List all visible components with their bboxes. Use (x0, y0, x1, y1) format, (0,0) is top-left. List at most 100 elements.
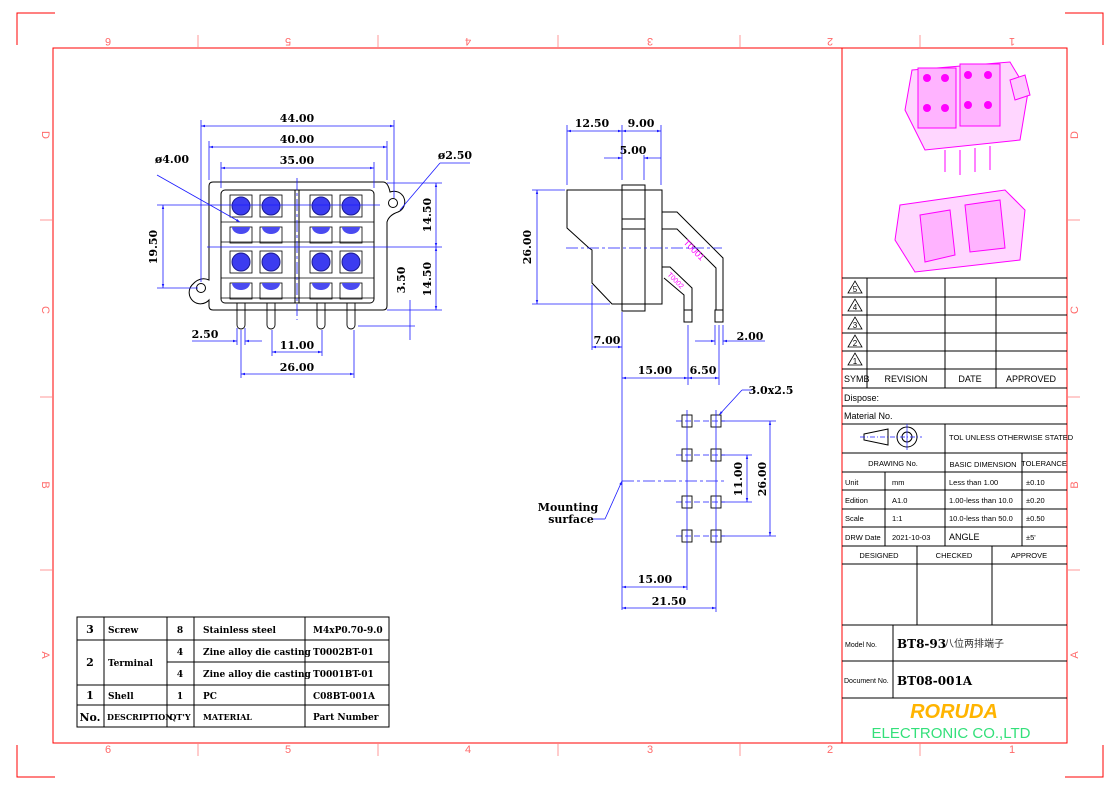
revision-triangle-icon (847, 298, 863, 312)
revision-triangle-icon (847, 334, 863, 348)
pin (236, 303, 246, 330)
bom-header-qty: QT'Y (169, 712, 190, 722)
rev-header-revision: REVISION (884, 374, 927, 384)
side-dim-2: 2.00 (737, 330, 764, 343)
zone-col-6: 6 (105, 35, 111, 47)
bom-row-1-qty: 1 (177, 692, 183, 702)
zone-col-3-bottom: 3 (647, 744, 653, 756)
screw-seat (339, 194, 363, 218)
drw-date-label: DRW Date (845, 533, 881, 542)
dispose-label: Dispose: (844, 393, 879, 403)
model-no-label: Model No. (845, 642, 877, 649)
dim-14-5-top: 14.50 (421, 197, 434, 232)
dim-2-5: 2.50 (192, 328, 219, 341)
rev-header-symb: SYMB (844, 374, 870, 384)
layout-dim-26: 26.00 (756, 461, 769, 496)
screw-head-icon (261, 196, 281, 216)
layout-dim-15: 15.00 (638, 573, 673, 586)
side-dim-5: 5.00 (620, 144, 647, 157)
bom-row-2a-part: T0002BT-01 (313, 648, 374, 658)
zone-col-4: 4 (465, 35, 471, 47)
render-screw-icon (964, 71, 972, 79)
range-2: 1.00-less than 10.0 (949, 496, 1013, 505)
terminal-screw-icon (262, 227, 280, 234)
render-screw-icon (984, 71, 992, 79)
mounting-surface-label-2: surface (548, 513, 594, 526)
zone-row-d: D (39, 131, 51, 139)
front-dimension-lines (156, 120, 470, 378)
terminal-screw-icon (312, 227, 330, 234)
screw-seat (259, 194, 283, 218)
side-housing (566, 189, 623, 305)
company-name: ELECTRONIC CO.,LTD (872, 725, 1031, 742)
bom-header-description: DESCRIPTION (107, 712, 173, 722)
side-dim-7: 7.00 (594, 334, 621, 347)
scale-value: 1:1 (892, 514, 902, 523)
revision-symbol-number: 1 (853, 357, 858, 366)
brand-logo: RORUDA (910, 701, 998, 723)
basic-dimension-label: BASIC DIMENSION (949, 460, 1016, 469)
render-screw-icon (964, 101, 972, 109)
document-no-value: BT08-001A (897, 674, 973, 688)
screw-seat (339, 250, 363, 274)
bill-of-materials: 3 Screw 8 Stainless steel M4xP0.70-9.0 2… (76, 616, 390, 728)
zone-col-6-bottom: 6 (105, 744, 111, 756)
tolerance-label: TOLERANCE (1021, 459, 1067, 468)
screw-seat (309, 250, 333, 274)
layout-dim-11: 11.00 (732, 461, 745, 496)
screw-head-icon (341, 196, 361, 216)
bom-row-2a-qty: 4 (177, 648, 183, 658)
revision-symbol-number: 4 (853, 303, 858, 312)
material-no-label: Material No. (844, 411, 893, 421)
terminal-screw-icon (312, 283, 330, 290)
zone-ticks (40, 35, 1080, 756)
zone-row-d-right: D (1069, 131, 1081, 139)
projection-symbol-icon (860, 424, 922, 450)
screw-seat (229, 250, 253, 274)
revision-symbol-number: 5 (853, 285, 858, 294)
terminal-screw-icon (342, 227, 360, 234)
range-3: 10.0-less than 50.0 (949, 514, 1013, 523)
revision-triangle-icon (847, 352, 863, 366)
revision-triangle-icon (847, 316, 863, 330)
render-screw-icon (984, 101, 992, 109)
zone-row-c-right: C (1069, 306, 1081, 314)
edition-value: A1.0 (892, 496, 907, 505)
zone-col-4-bottom: 4 (465, 744, 471, 756)
revision-symbol-number: 2 (853, 339, 858, 348)
model-description: 八位两排端子 (944, 637, 1004, 650)
tolerance-2: ±0.20 (1026, 496, 1045, 505)
title-block-grid (842, 277, 1067, 699)
range-1: Less than 1.00 (949, 478, 998, 487)
drawing-frame (52, 47, 1068, 744)
front-pins (236, 303, 356, 330)
bom-row-3-description: Screw (108, 626, 138, 636)
bom-row-1-material: PC (203, 692, 217, 702)
angle-tolerance: ±5' (1026, 533, 1036, 542)
designed-label: DESIGNED (859, 551, 899, 560)
zone-col-1: 1 (1009, 35, 1015, 47)
dim-19-5: 19.50 (147, 229, 160, 264)
bom-row-2a-material: Zine alloy die casting (203, 648, 311, 658)
terminal-t0002-lead (662, 266, 693, 311)
mounting-surface-label-1: Mounting (538, 501, 599, 514)
side-dim-9: 9.00 (628, 117, 655, 130)
bom-row-3-qty: 8 (177, 626, 183, 636)
dim-hole-diameter: ø2.50 (438, 149, 472, 162)
drw-date-value: 2021-10-03 (892, 533, 930, 542)
bom-row-2-description: Terminal (108, 659, 153, 669)
side-dim-26: 26.00 (521, 229, 534, 264)
layout-dimension-lines (593, 389, 776, 612)
zone-labels: 6 5 4 3 2 1 6 5 4 3 2 1 D C B A D C B A (39, 35, 1081, 756)
bom-row-1-part: C08BT-001A (313, 692, 376, 702)
bom-header-no: No. (79, 711, 100, 724)
bom-row-1-description: Shell (108, 692, 134, 702)
terminal-screw-icon (262, 283, 280, 290)
dim-11: 11.00 (280, 339, 315, 352)
render-screw-icon (923, 104, 931, 112)
dim-40: 40.00 (280, 133, 315, 146)
dim-14-5-bottom: 14.50 (421, 261, 434, 296)
